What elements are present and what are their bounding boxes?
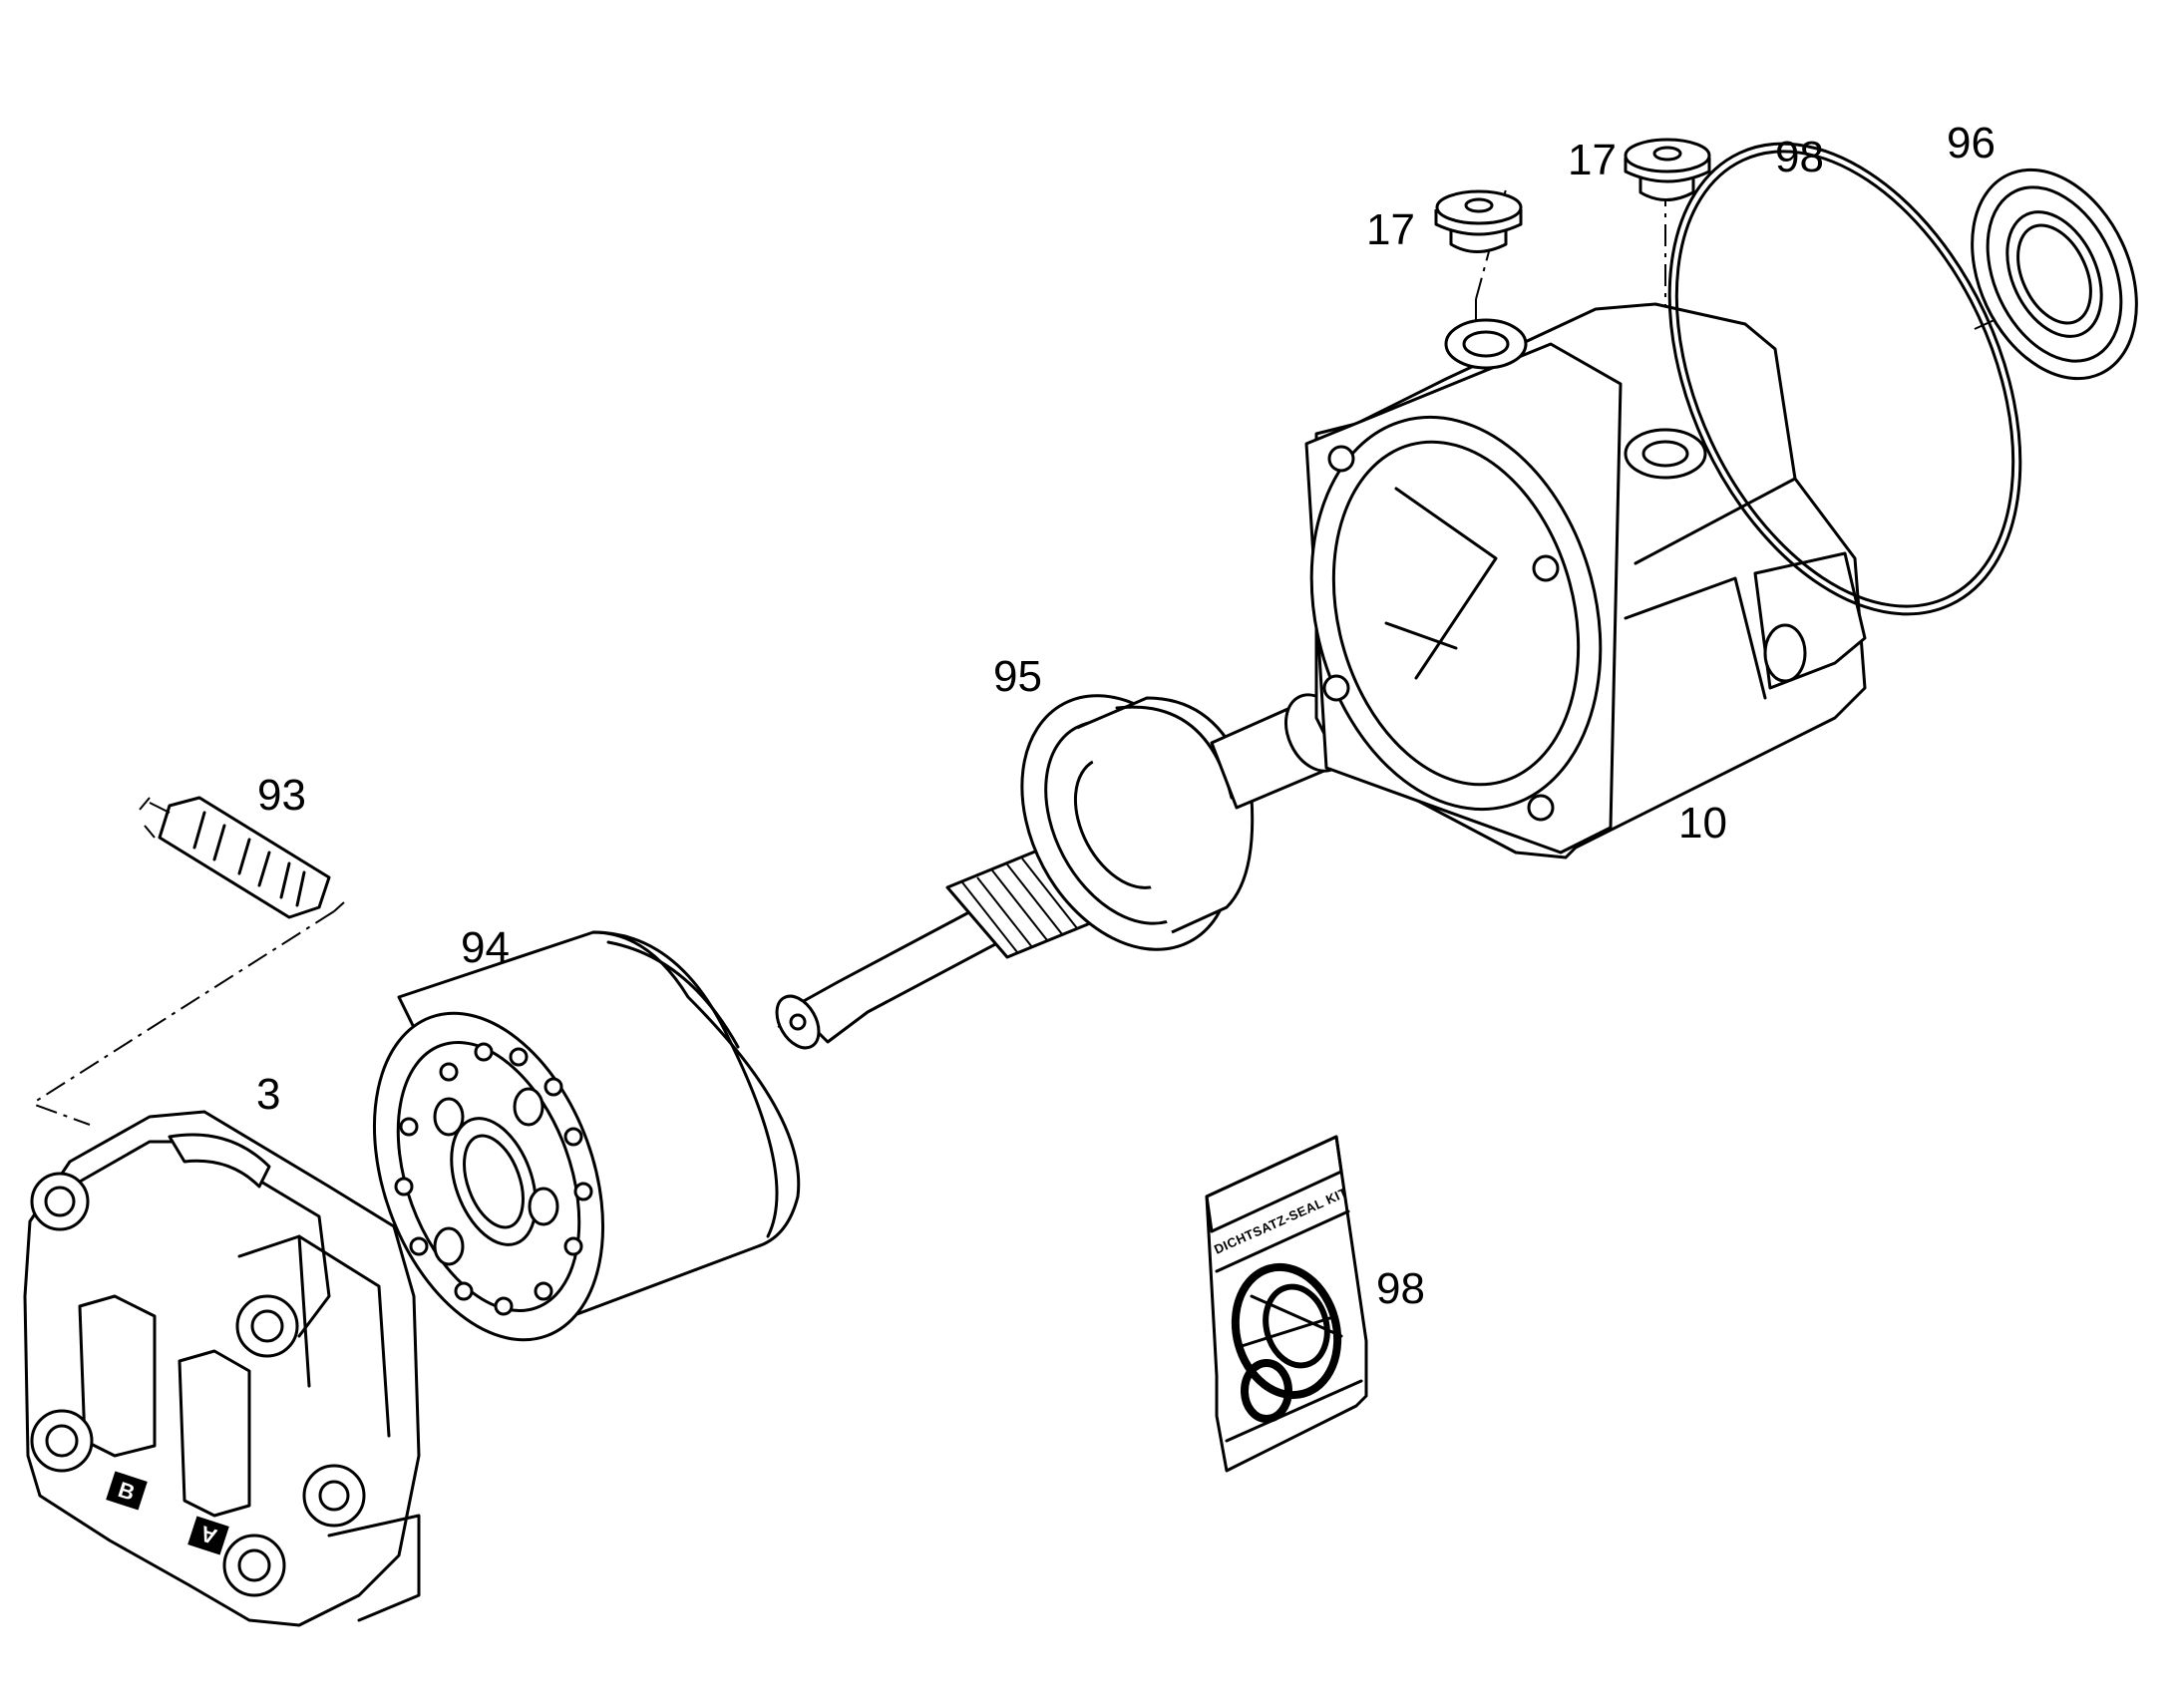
callout-94: 94: [461, 923, 510, 972]
callout-17-right: 17: [1568, 136, 1617, 184]
part-96-shaft-seal: [1971, 168, 2138, 381]
callout-10: 10: [1678, 799, 1727, 848]
callout-93: 93: [257, 771, 306, 820]
part-95-drive-shaft: [775, 693, 1348, 1050]
part-98-seal-kit-bag: DICHTSATZ-SEAL KIT: [1205, 1135, 1368, 1473]
part-17-plug-left: [1434, 189, 1523, 253]
callout-labels: 3 10 17 17 93 94 95 96 98 98: [256, 119, 1996, 1313]
callout-3: 3: [256, 1070, 280, 1119]
callout-17-left: 17: [1366, 205, 1415, 254]
part-98-o-ring: [1667, 142, 2022, 616]
part-93-valve-cartridge: [139, 796, 331, 919]
callout-98-upper: 98: [1775, 133, 1824, 181]
port-b-label: B: [115, 1477, 138, 1506]
port-a-label: A: [197, 1521, 220, 1549]
callout-98-lower: 98: [1376, 1264, 1425, 1313]
callout-96: 96: [1947, 119, 1996, 168]
part-10-housing: [1304, 302, 1867, 859]
callout-95: 95: [993, 652, 1042, 701]
part-3-end-cover: B A: [23, 1110, 421, 1627]
part-17-plug-right: [1624, 138, 1711, 201]
part-94-cylinder-barrel: [372, 930, 801, 1342]
